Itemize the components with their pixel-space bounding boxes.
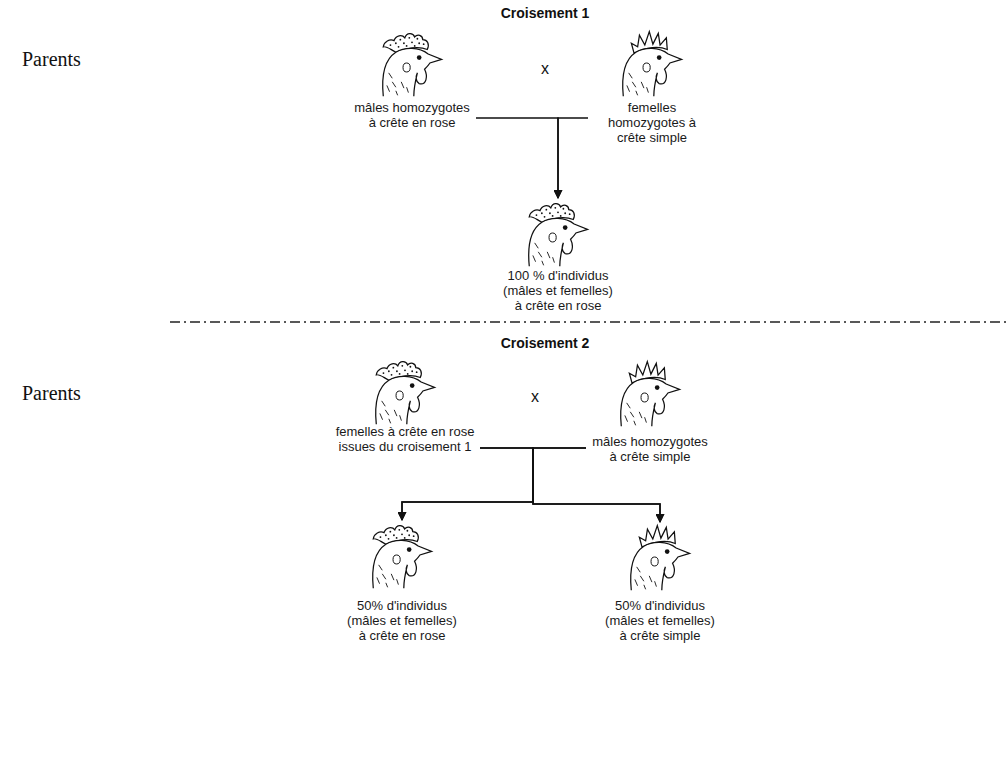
- chicken-figure: 50% d'individus (mâles et femelles) à cr…: [598, 522, 722, 643]
- chicken-figure: mâles homozygotes à crête en rose: [348, 28, 476, 130]
- rose-comb-head: [383, 34, 442, 96]
- rose-comb-head: [376, 362, 435, 424]
- figure-caption: 50% d'individus (mâles et femelles) à cr…: [344, 598, 460, 643]
- cross-heading: Croisement 2: [501, 335, 590, 351]
- chicken-figure: 100 % d'individus (mâles et femelles) à …: [496, 198, 620, 313]
- cross-symbol: x: [541, 60, 549, 77]
- cross-arrow: [402, 448, 533, 520]
- simple-comb-head: [623, 32, 682, 97]
- rose-comb-head: [529, 204, 588, 266]
- cross-arrow: [476, 118, 558, 198]
- figure-caption: 50% d'individus (mâles et femelles) à cr…: [602, 598, 718, 643]
- figure-caption: 100 % d'individus (mâles et femelles) à …: [500, 268, 616, 313]
- cross-heading: Croisement 2: [501, 334, 590, 352]
- parents-label: Parents: [22, 48, 81, 70]
- cross-symbol: x: [531, 388, 539, 405]
- simple-comb-head: [631, 526, 690, 591]
- parents-label: Parents: [22, 48, 81, 71]
- chicken-figure: femelles à crête en rose issues du crois…: [330, 356, 480, 454]
- parents-label: Parents: [22, 382, 81, 405]
- cross-arrow: [558, 118, 588, 198]
- separator-line: [170, 321, 1008, 323]
- parents-label: Parents: [22, 382, 81, 404]
- chicken-figure: mâles homozygotes à crête simple: [586, 358, 714, 464]
- cross-arrow: [402, 448, 586, 520]
- figure-caption: femelles à crête en rose issues du crois…: [334, 424, 476, 454]
- cross-symbol: x: [531, 388, 539, 406]
- figure-caption: mâles homozygotes à crête en rose: [352, 100, 472, 130]
- cross-symbol: x: [541, 60, 549, 78]
- chicken-figure: 50% d'individus (mâles et femelles) à cr…: [340, 520, 464, 643]
- chicken-figure: femelles homozygotes à crête simple: [588, 28, 716, 145]
- figure-caption: mâles homozygotes à crête simple: [590, 434, 710, 464]
- simple-comb-head: [621, 362, 680, 427]
- figure-caption: femelles homozygotes à crête simple: [592, 100, 712, 145]
- cross-heading: Croisement 1: [501, 5, 590, 21]
- cross-heading: Croisement 1: [501, 4, 590, 22]
- rose-comb-head: [373, 526, 432, 588]
